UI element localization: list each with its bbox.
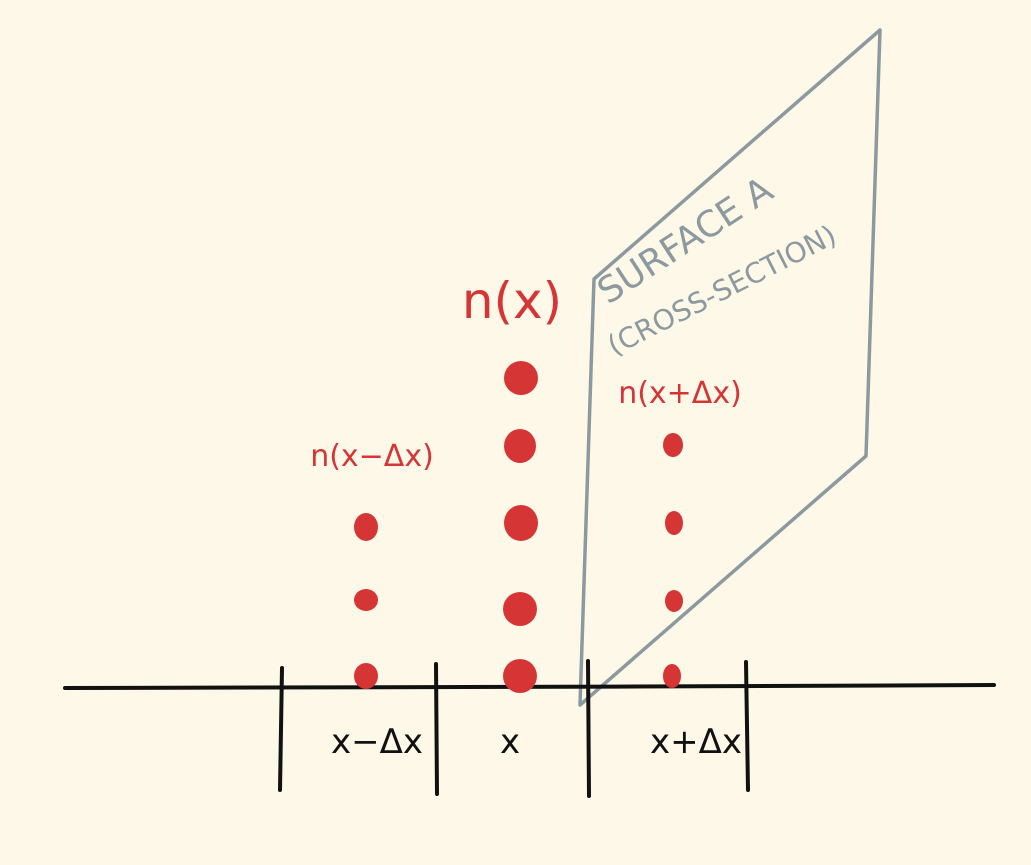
particle-dot [503, 659, 537, 693]
bin-boundary-3 [586, 659, 591, 798]
density-label-left: n(x−Δx) [310, 439, 434, 474]
bin-boundary-4 [744, 660, 750, 792]
density-label-right: n(x+Δx) [618, 376, 742, 411]
density-label-center: n(x) [462, 272, 562, 330]
particle-dot [504, 361, 538, 395]
bin-boundary-1 [278, 666, 284, 792]
particle-dot [354, 589, 378, 611]
particle-dot [503, 592, 537, 626]
particles-left [354, 513, 378, 689]
bin-label-right: x+Δx [650, 722, 742, 762]
particle-dot [354, 663, 378, 689]
particle-dot [354, 513, 378, 541]
bin-label-left: x−Δx [331, 722, 423, 762]
particle-dot [663, 433, 683, 457]
particles-center [503, 361, 538, 693]
particles-right [663, 433, 683, 688]
particle-dot [665, 511, 683, 535]
particle-dot [665, 590, 683, 612]
surface-plane [578, 28, 882, 707]
particle-dot [504, 429, 536, 463]
bin-label-center: x [500, 722, 520, 762]
particle-dot [663, 664, 681, 688]
bin-boundary-2 [434, 662, 439, 796]
particle-dot [504, 505, 538, 541]
